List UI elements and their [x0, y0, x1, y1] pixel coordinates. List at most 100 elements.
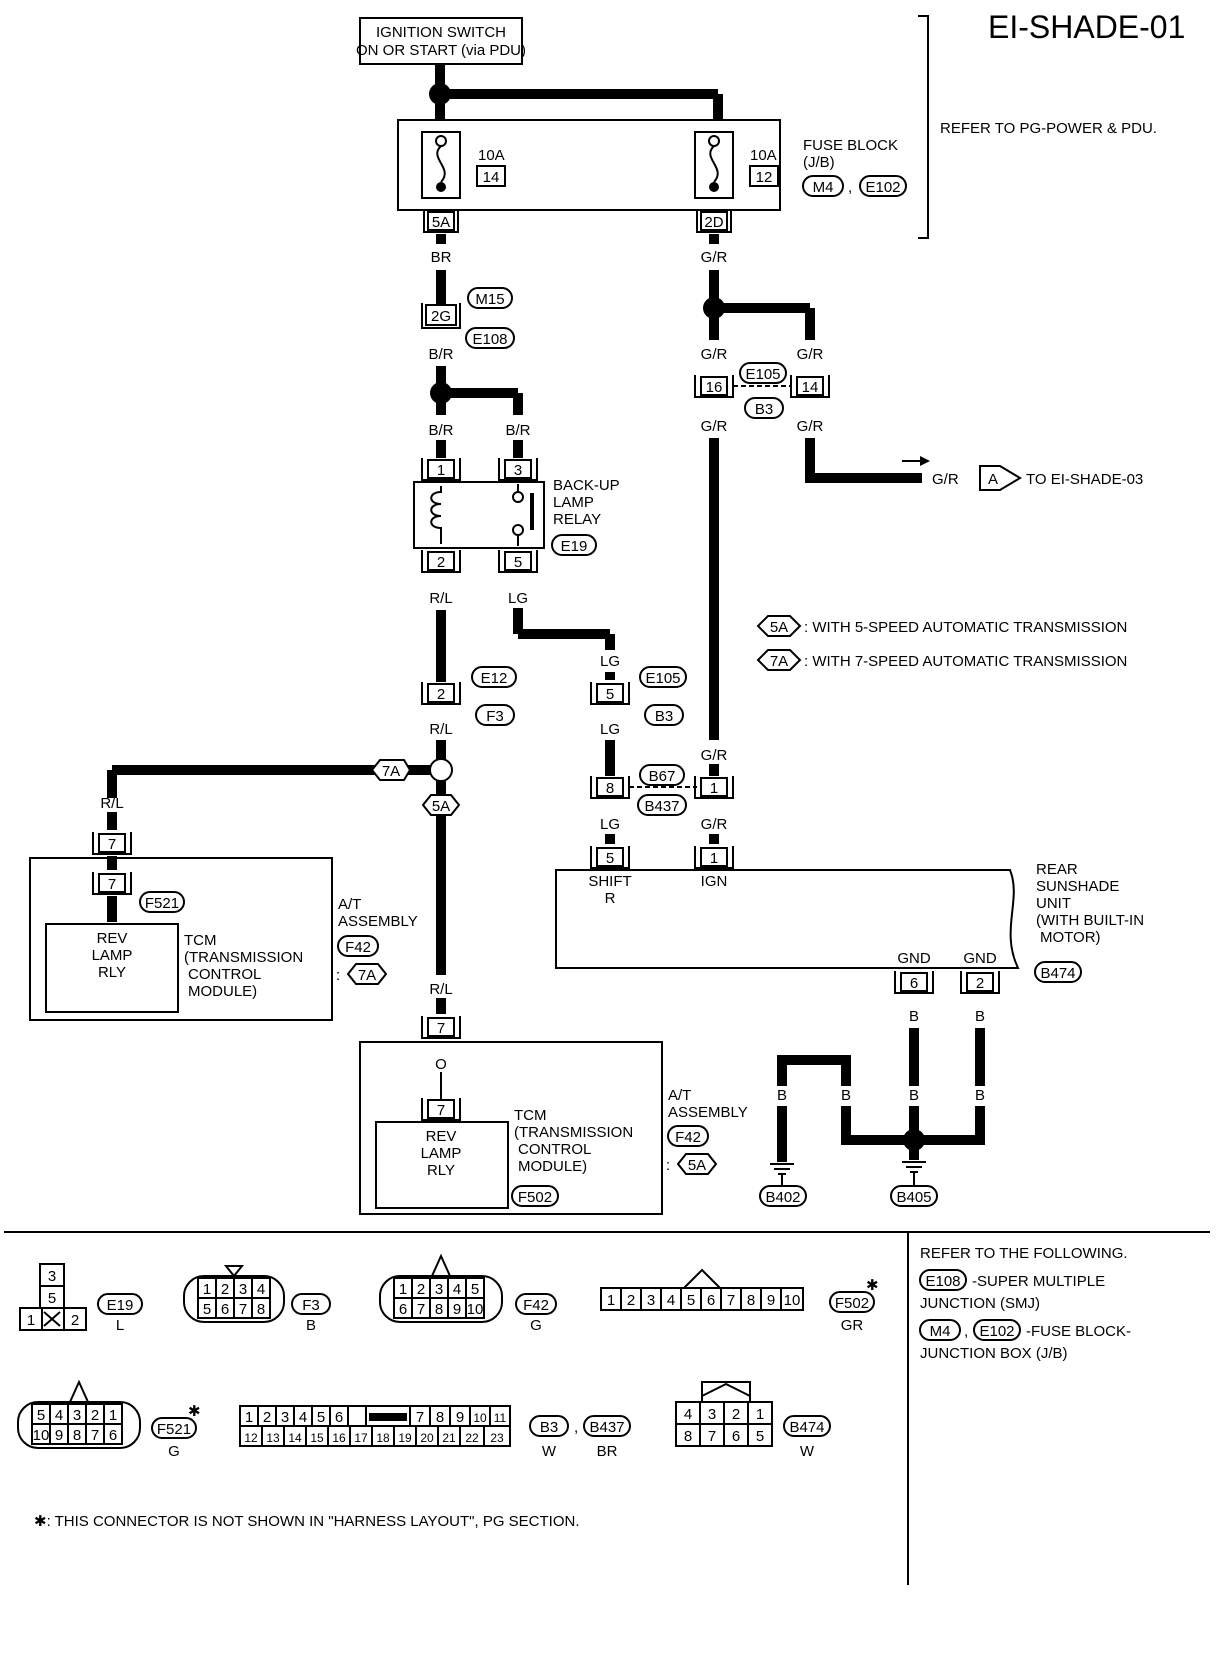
conn-b3-b: B3 — [655, 708, 673, 725]
to-shade03-wire: G/R — [932, 471, 959, 488]
wire-o: O — [435, 1056, 447, 1073]
conn-b3: B3 — [755, 401, 773, 418]
face-f502-color: GR — [841, 1317, 864, 1334]
connector-face-f502 — [600, 1268, 804, 1311]
svg-text:23: 23 — [490, 1431, 504, 1445]
svg-text:2: 2 — [263, 1409, 271, 1426]
svg-text:4: 4 — [55, 1407, 63, 1424]
svg-text:7: 7 — [91, 1427, 99, 1444]
svg-text:3: 3 — [239, 1281, 247, 1298]
svg-text:14: 14 — [288, 1431, 302, 1445]
face-e19-id: E19 — [107, 1297, 134, 1314]
legend-5a-tag: 5A — [770, 619, 788, 636]
fuse-left-num: 14 — [483, 169, 500, 186]
tcm7a-at2: ASSEMBLY — [338, 913, 418, 930]
svg-text:10: 10 — [33, 1427, 50, 1444]
face-b437-id: B437 — [589, 1419, 624, 1436]
tcm5a-t4: MODULE) — [518, 1158, 587, 1175]
sunshade-l3: UNIT — [1036, 895, 1071, 912]
sunshade-r: R — [605, 890, 616, 907]
svg-text:15: 15 — [310, 1431, 324, 1445]
tcm5a-at2: ASSEMBLY — [668, 1104, 748, 1121]
tcm5a-tag: 5A — [688, 1157, 706, 1174]
legend-5a-desc: : WITH 5-SPEED AUTOMATIC TRANSMISSION — [804, 619, 1127, 636]
legend-7a-desc: : WITH 7-SPEED AUTOMATIC TRANSMISSION — [804, 653, 1127, 670]
svg-text:5: 5 — [203, 1301, 211, 1318]
sunshade-l2: SUNSHADE — [1036, 878, 1119, 895]
ref-e108: E108 — [925, 1273, 960, 1290]
svg-text:1: 1 — [109, 1407, 117, 1424]
svg-text:17: 17 — [354, 1431, 368, 1445]
conn-b474: B474 — [1040, 965, 1075, 982]
svg-text:8: 8 — [257, 1301, 265, 1318]
wire-b-4: B — [975, 1087, 985, 1104]
svg-text:11: 11 — [494, 1411, 507, 1425]
svg-text:2: 2 — [627, 1292, 635, 1309]
tcm5a-lamp: LAMP — [421, 1145, 462, 1162]
svg-text:8: 8 — [747, 1292, 755, 1309]
face-b437-color: BR — [597, 1443, 618, 1460]
svg-text:5: 5 — [317, 1409, 325, 1426]
svg-text:7: 7 — [417, 1301, 425, 1318]
wire-rl-2: R/L — [429, 721, 452, 738]
ref-m4: M4 — [930, 1323, 951, 1340]
svg-text:7: 7 — [708, 1428, 716, 1445]
wire-gr-1: G/R — [701, 249, 728, 266]
relay-pin1: 1 — [437, 462, 445, 479]
svg-text:4: 4 — [453, 1281, 461, 1298]
conn-b402: B402 — [765, 1189, 800, 1206]
svg-text:21: 21 — [442, 1431, 456, 1445]
svg-text:2: 2 — [71, 1312, 79, 1329]
tag-5a-branch: 5A — [432, 798, 450, 815]
ignition-line1: IGNITION SWITCH — [376, 24, 506, 41]
svg-text:10: 10 — [473, 1411, 487, 1425]
tcm7a-t2: (TRANSMISSION — [184, 949, 303, 966]
face-f42-color: G — [530, 1317, 542, 1334]
tcm5a-at1: A/T — [668, 1087, 691, 1104]
svg-text:1: 1 — [27, 1312, 35, 1329]
svg-text:20: 20 — [420, 1431, 434, 1445]
e105-pin5: 5 — [606, 686, 614, 703]
face-f502-star: ✱ — [866, 1277, 879, 1294]
sunshade-l1: REAR — [1036, 861, 1078, 878]
conn-f521: F521 — [145, 895, 179, 912]
wire-gr-4: G/R — [701, 418, 728, 435]
conn-b405: B405 — [896, 1189, 931, 1206]
relay-pin2: 2 — [437, 554, 445, 571]
ref-e102: E102 — [979, 1323, 1014, 1340]
svg-text:7: 7 — [239, 1301, 247, 1318]
comma: , — [574, 1419, 578, 1436]
wire-br-relay1: B/R — [428, 422, 453, 439]
conn-f42-5a: F42 — [675, 1129, 701, 1146]
wire-b-2: B — [975, 1008, 985, 1025]
connector-face-b3-b437 — [239, 1405, 511, 1447]
tcm7a-rev: REV — [97, 930, 128, 947]
conn-e105: E105 — [745, 366, 780, 383]
tcm7a-t1: TCM — [184, 932, 217, 949]
svg-text:5: 5 — [687, 1292, 695, 1309]
svg-text:22: 22 — [465, 1431, 479, 1445]
conn-m4: M4 — [813, 179, 834, 196]
connector-face-f521 — [17, 1379, 141, 1449]
svg-text:5: 5 — [48, 1290, 56, 1307]
svg-text:4: 4 — [257, 1281, 265, 1298]
face-f521-star: ✱ — [188, 1403, 201, 1420]
relay-line2: LAMP — [553, 494, 594, 511]
svg-text:2: 2 — [221, 1281, 229, 1298]
gnd-label-1: GND — [897, 950, 931, 967]
conn-e12: E12 — [481, 670, 508, 687]
fuse-block-label: FUSE BLOCK — [803, 137, 898, 154]
relay-line1: BACK-UP — [553, 477, 620, 494]
tcm7a-t4: MODULE) — [188, 983, 257, 1000]
pin-5a: 5A — [432, 214, 450, 231]
tcm5a-pin7-outer: 7 — [437, 1020, 445, 1037]
svg-text:3: 3 — [73, 1407, 81, 1424]
svg-text:3: 3 — [647, 1292, 655, 1309]
svg-text:1: 1 — [607, 1292, 615, 1309]
to-shade03-letter: A — [988, 471, 998, 488]
tcm5a-pin7-inner: 7 — [437, 1102, 445, 1119]
svg-text:13: 13 — [266, 1431, 280, 1445]
svg-text:8: 8 — [73, 1427, 81, 1444]
wire-gr-3: G/R — [797, 346, 824, 363]
conn-m15: M15 — [475, 291, 504, 308]
